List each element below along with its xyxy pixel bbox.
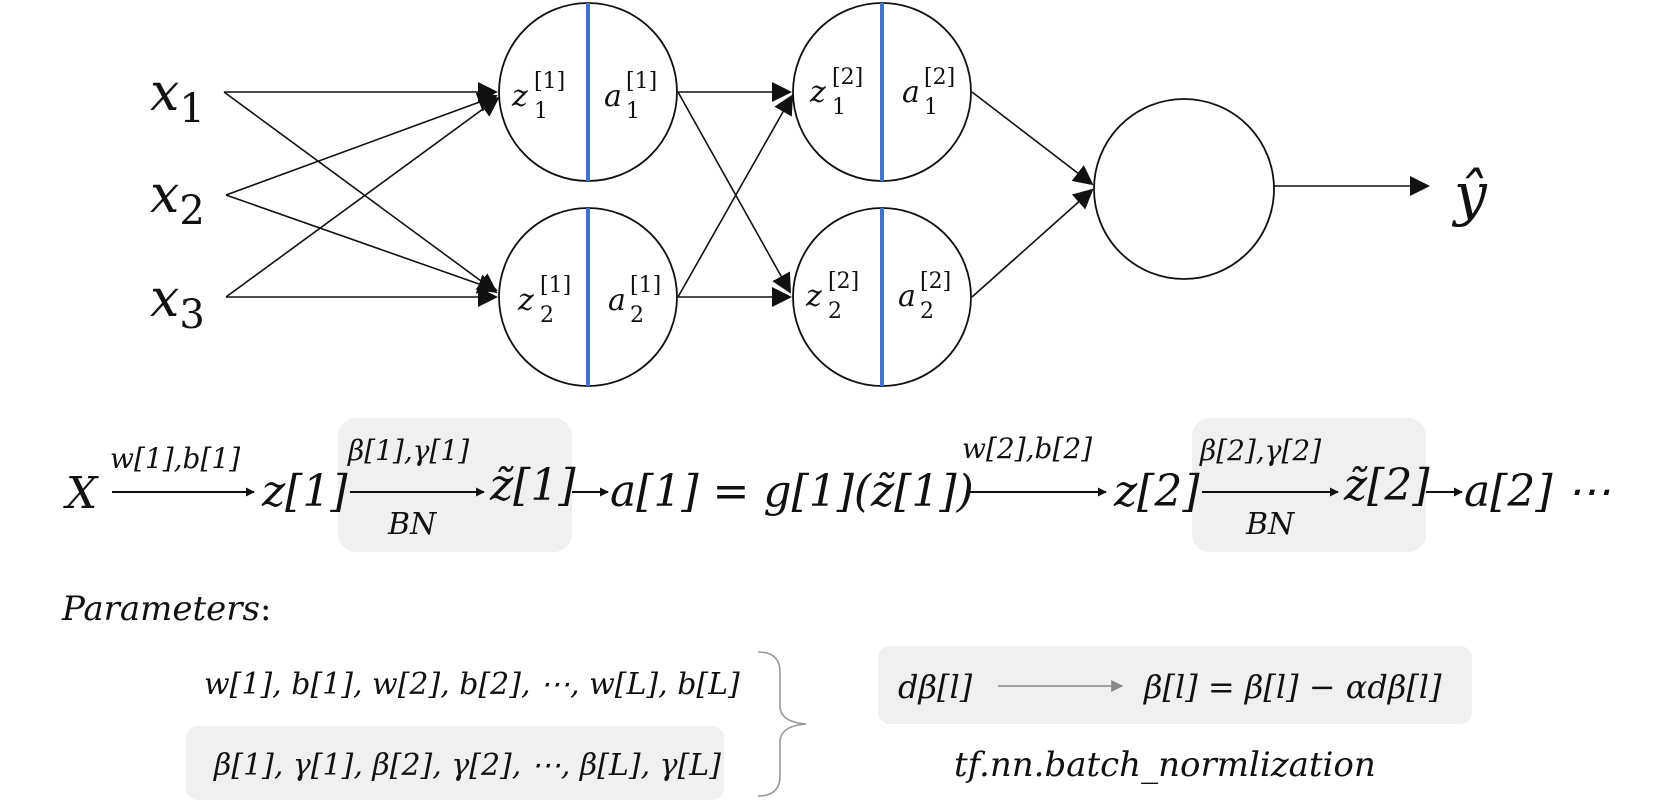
update-rule: dβ[l] β[l] = β[l] − αdβ[l] tf.nn.batch_n… [878,646,1472,785]
input-x1: x1 [150,63,205,132]
svg-text:[2]: [2] [832,65,863,90]
svg-text:1: 1 [832,95,846,120]
svg-text:z: z [805,279,822,314]
update-formula: β[l] = β[l] − αdβ[l] [1143,668,1442,706]
edge-x2-n11 [225,92,498,196]
input-x3: x3 [150,269,205,338]
edge-x3-n11 [225,96,500,298]
svg-text:[2]: [2] [920,269,951,294]
eq-bn1-label: BN [387,507,438,542]
neuron-output [1093,98,1275,280]
neuron-layer2-2: z [2] 2 a [2] 2 [792,207,972,387]
svg-text:x3: x3 [150,269,205,338]
svg-text:x1: x1 [150,63,205,132]
svg-text:[1]: [1] [630,273,661,298]
parameters-title: Parameters: [61,589,271,629]
svg-text:a: a [898,279,916,314]
update-highlight [878,646,1472,724]
edge-n22-out [971,188,1094,298]
eq-a2: a[2] ⋯ [1464,466,1611,517]
parameters-row-weights: w[1], b[1], w[2], b[2], ⋯, w[L], b[L] [204,667,740,702]
eq-z1: z[1] [261,466,348,517]
eq-a1-expression: a[1] = g[1](z̃[1]) [610,466,974,517]
bn1-highlight [338,418,572,552]
input-x2: x2 [150,165,205,234]
eq-zt2: z̃[2] [1343,460,1430,511]
eq-bn2-label: BN [1245,507,1296,542]
parameters-section: Parameters: w[1], b[1], w[2], b[2], ⋯, w… [61,589,807,800]
svg-text:a: a [902,75,920,110]
edge-n12-n21 [677,94,793,298]
parameters-bn-highlight [186,726,724,800]
eq-z2: z[2] [1113,466,1200,517]
neuron-layer1-2: z [1] 2 a [1] 2 [498,207,678,387]
edge-x2-n12 [225,194,498,294]
connections-layer1-layer2 [677,82,793,307]
edge-x1-n12 [223,91,498,294]
svg-text:a: a [604,79,622,114]
neuron-layer1-1: z [1] 1 a [1] 1 [498,2,678,182]
eq-bn1-params: β[1],γ[1] [347,434,469,467]
svg-text:[1]: [1] [540,273,571,298]
parameters-row-bn: β[1], γ[1], β[2], γ[2], ⋯, β[L], γ[L] [213,748,721,783]
svg-text:1: 1 [534,99,548,124]
eq-arrow2-label: w[2],b[2] [962,432,1092,465]
edge-n11-n22 [677,91,791,294]
eq-x: X [63,468,99,519]
svg-text:a: a [608,283,626,318]
parameters-brace [757,651,807,797]
tf-function: tf.nn.batch_normlization [954,745,1376,785]
svg-text:[2]: [2] [828,269,859,294]
svg-text:2: 2 [630,303,644,328]
svg-text:x2: x2 [150,165,205,234]
eq-bn2-params: β[2],γ[2] [1199,434,1321,467]
svg-text:1: 1 [626,99,640,124]
connections-input-layer1 [223,82,500,307]
output-yhat: ŷ [1451,160,1488,228]
eq-zt1: z̃[1] [489,460,576,511]
neuron-layer2-1: z [2] 1 a [2] 1 [792,2,972,182]
equation-row: X w[1],b[1] z[1] β[1],γ[1] BN z̃[1] a[1]… [63,418,1611,552]
svg-text:[1]: [1] [534,69,565,94]
svg-text:[2]: [2] [924,65,955,90]
bn2-highlight [1192,418,1426,552]
svg-text:z: z [517,283,534,318]
update-gradient: dβ[l] [898,668,973,706]
svg-text:z: z [809,75,826,110]
edge-n21-out [971,91,1094,186]
svg-text:2: 2 [920,299,934,324]
svg-text:z: z [511,79,528,114]
svg-text:1: 1 [924,95,938,120]
svg-text:[1]: [1] [626,69,657,94]
eq-arrow1-label: w[1],b[1] [110,442,240,475]
svg-text:2: 2 [540,303,554,328]
connections-layer2-output [971,91,1430,298]
svg-text:2: 2 [828,299,842,324]
